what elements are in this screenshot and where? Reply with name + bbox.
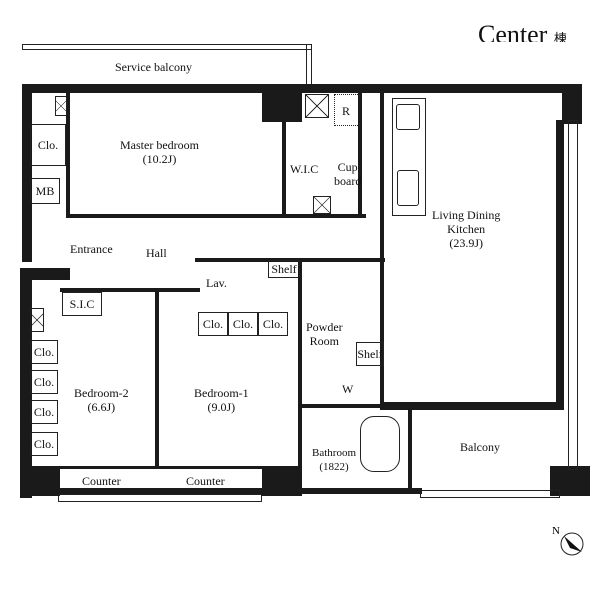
ldk-size: (23.9J) xyxy=(449,236,483,250)
balcony-rail xyxy=(568,120,578,470)
master-bedroom-size: (10.2J) xyxy=(142,152,177,166)
bathroom-name: Bathroom xyxy=(312,447,356,459)
duct-box xyxy=(313,196,331,214)
kitchen-counter xyxy=(392,98,426,216)
ldk-line1: Living Dining xyxy=(432,208,501,222)
wall xyxy=(562,84,582,124)
sic-closet[interactable]: S.I.C xyxy=(62,292,102,316)
north-label: N xyxy=(552,525,560,537)
service-balcony-side xyxy=(306,44,312,86)
bathroom-size: (1822) xyxy=(319,461,349,473)
master-bedroom-label: Master bedroom(10.2J) xyxy=(120,138,199,166)
bedroom1-label: Bedroom-1(9.0J) xyxy=(194,386,249,414)
bedroom2-label: Bedroom-2(6.6J) xyxy=(74,386,129,414)
sink xyxy=(397,170,419,206)
closet-2[interactable]: Clo. xyxy=(228,312,258,336)
washer-label: W xyxy=(342,382,354,396)
bedroom2-size: (6.6J) xyxy=(87,400,116,414)
wall xyxy=(22,84,32,262)
wall xyxy=(380,93,384,403)
counter-label-1: Counter xyxy=(82,474,121,488)
duct-box xyxy=(305,94,329,118)
master-bedroom-name: Master bedroom xyxy=(120,138,199,152)
bathroom-label: Bathroom (1822) xyxy=(312,446,356,474)
fridge-space xyxy=(334,94,360,126)
building-suffix: 棟 xyxy=(553,31,567,42)
wall xyxy=(302,488,422,494)
ldk-line2: Kitchen xyxy=(447,222,486,236)
wall xyxy=(302,404,412,408)
header-building-label: Center 棟 xyxy=(478,22,567,42)
shelf-lav: Shelf xyxy=(268,260,300,278)
service-balcony-rail xyxy=(22,44,312,50)
wall xyxy=(262,466,302,496)
entrance-label: Entrance xyxy=(70,242,113,256)
bedroom-rail xyxy=(58,494,262,502)
bedroom1-size: (9.0J) xyxy=(207,400,236,414)
wic-label: W.I.C xyxy=(290,162,319,176)
closet-b2-3[interactable]: Clo. xyxy=(30,400,58,424)
closet-b2-1[interactable]: Clo. xyxy=(30,340,58,364)
wall xyxy=(66,93,70,218)
duct-box xyxy=(30,308,44,332)
building-name: Center xyxy=(478,22,548,42)
wall xyxy=(60,288,200,292)
closet-1[interactable]: Clo. xyxy=(198,312,228,336)
wall xyxy=(20,268,32,498)
bedroom2-name: Bedroom-2 xyxy=(74,386,129,400)
counter-label-2: Counter xyxy=(186,474,225,488)
wall xyxy=(22,84,582,93)
closet-b2-4[interactable]: Clo. xyxy=(30,432,58,456)
bathtub xyxy=(360,416,400,472)
closet-3[interactable]: Clo. xyxy=(258,312,288,336)
duct-box xyxy=(55,96,67,116)
wall xyxy=(408,404,412,494)
wall xyxy=(282,120,286,218)
closet-master[interactable]: Clo. xyxy=(30,124,66,166)
wall xyxy=(550,466,590,496)
service-balcony-label: Service balcony xyxy=(115,60,192,74)
meter-box: MB xyxy=(30,178,60,204)
north-arrow-icon: N xyxy=(552,522,588,558)
powder-line2: Room xyxy=(309,334,339,348)
wall xyxy=(20,466,60,496)
wall xyxy=(262,84,302,122)
wall xyxy=(358,93,362,218)
wall xyxy=(60,488,262,494)
wall xyxy=(66,214,366,218)
fridge-label: R xyxy=(342,104,351,118)
cupboard-line2: board xyxy=(334,174,362,188)
wall xyxy=(155,288,159,468)
closet-b2-2[interactable]: Clo. xyxy=(30,370,58,394)
wall xyxy=(380,402,560,410)
shelf-powder: Shelf xyxy=(356,342,384,366)
lav-label: Lav. xyxy=(206,276,227,290)
powder-line1: Powder xyxy=(306,320,343,334)
bedroom1-name: Bedroom-1 xyxy=(194,386,249,400)
wall xyxy=(20,268,70,280)
stove xyxy=(396,104,420,130)
cupboard-line1: Cup xyxy=(337,160,358,174)
hall-label: Hall xyxy=(146,246,167,260)
wall xyxy=(556,120,564,410)
balcony-rail xyxy=(420,490,560,498)
balcony-label: Balcony xyxy=(460,440,500,454)
wall xyxy=(60,466,262,469)
wall xyxy=(298,258,302,493)
